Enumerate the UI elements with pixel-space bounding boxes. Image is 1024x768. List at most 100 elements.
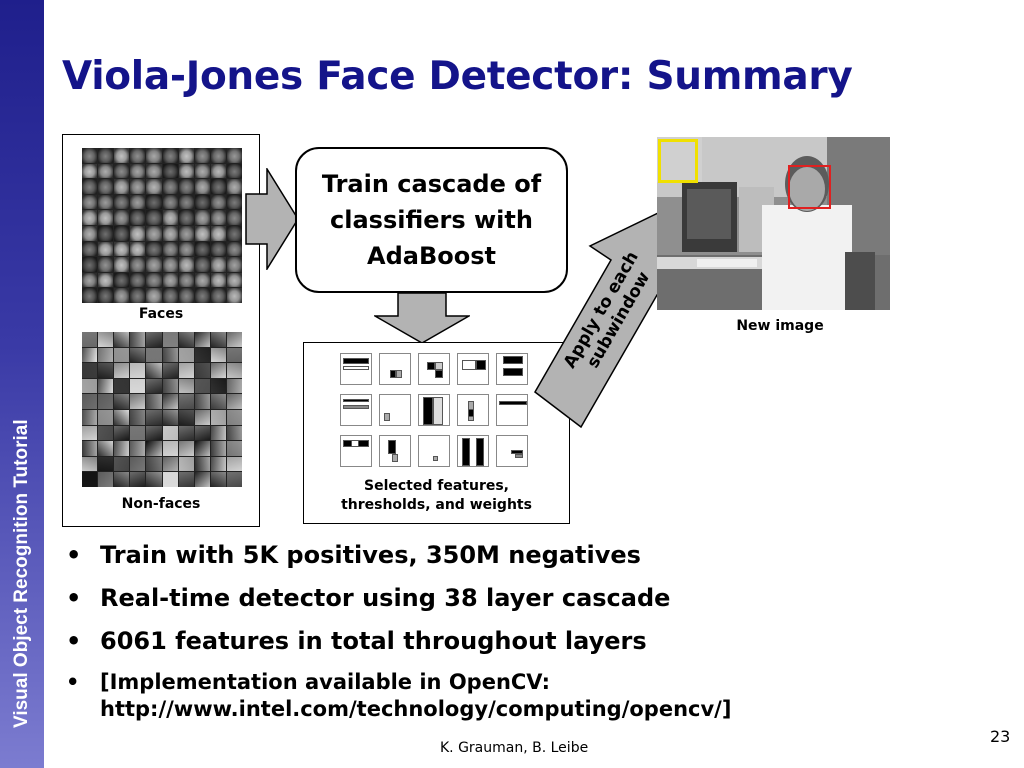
thumbnail	[194, 441, 210, 456]
thumbnail	[98, 226, 114, 241]
thumbnail	[162, 257, 178, 272]
thumbnail	[98, 378, 114, 394]
thumbnail	[130, 241, 146, 257]
thumbnail	[178, 441, 194, 456]
bullet-item: •Train with 5K positives, 350M negatives	[66, 541, 641, 569]
thumbnail	[130, 257, 146, 272]
thumbnail	[194, 332, 210, 347]
thumbnail	[194, 272, 210, 288]
haar-feature-thumbnail	[457, 353, 489, 385]
thumbnail	[82, 394, 98, 409]
thumbnail	[210, 163, 226, 179]
thumbnail	[178, 226, 194, 241]
haar-feature-thumbnail	[418, 435, 450, 467]
thumbnail	[162, 194, 178, 210]
thumbnail	[210, 241, 226, 257]
thumbnail	[98, 410, 114, 425]
nonfaces-image-grid	[82, 332, 242, 487]
face-detection-box	[788, 165, 831, 209]
thumbnail	[178, 163, 194, 179]
thumbnail	[162, 441, 178, 456]
thumbnail	[210, 194, 226, 210]
train-cascade-box: Train cascade of classifiers with AdaBoo…	[295, 147, 568, 293]
thumbnail	[98, 288, 114, 303]
thumbnail	[82, 472, 98, 487]
thumbnail	[162, 163, 178, 179]
thumbnail	[130, 210, 146, 225]
thumbnail	[130, 272, 146, 288]
thumbnail	[226, 410, 242, 425]
thumbnail	[130, 472, 146, 487]
haar-features-grid	[340, 353, 528, 468]
thumbnail	[210, 394, 226, 409]
thumbnail	[114, 441, 130, 456]
thumbnail	[194, 456, 210, 472]
thumbnail	[82, 456, 98, 472]
thumbnail	[210, 363, 226, 378]
thumbnail	[146, 425, 162, 441]
thumbnail	[82, 194, 98, 210]
arrow-down-icon	[374, 292, 470, 344]
thumbnail	[210, 472, 226, 487]
thumbnail	[130, 425, 146, 441]
thumbnail	[82, 272, 98, 288]
thumbnail	[194, 425, 210, 441]
thumbnail	[114, 472, 130, 487]
thumbnail	[226, 288, 242, 303]
thumbnail	[178, 179, 194, 194]
haar-feature-thumbnail	[418, 353, 450, 385]
thumbnail	[82, 363, 98, 378]
thumbnail	[226, 472, 242, 487]
thumbnail	[226, 456, 242, 472]
thumbnail	[162, 363, 178, 378]
page-number: 23	[990, 727, 1011, 746]
thumbnail	[98, 194, 114, 210]
thumbnail	[130, 363, 146, 378]
thumbnail	[98, 456, 114, 472]
thumbnail	[82, 425, 98, 441]
thumbnail	[146, 163, 162, 179]
thumbnail	[162, 456, 178, 472]
thumbnail	[82, 410, 98, 425]
footer-authors: K. Grauman, B. Leibe	[440, 740, 589, 756]
thumbnail	[98, 332, 114, 347]
sidebar: Visual Object Recognition Tutorial	[0, 0, 44, 768]
thumbnail	[98, 347, 114, 363]
bullet-item-implementation: •[Implementation available in OpenCV:htt…	[66, 670, 732, 721]
thumbnail	[226, 394, 242, 409]
thumbnail	[194, 394, 210, 409]
thumbnail	[146, 194, 162, 210]
thumbnail	[98, 179, 114, 194]
thumbnail	[130, 378, 146, 394]
thumbnail	[162, 410, 178, 425]
thumbnail	[178, 363, 194, 378]
thumbnail	[114, 394, 130, 409]
thumbnail	[178, 257, 194, 272]
haar-feature-thumbnail	[496, 435, 528, 467]
bullet-item: •6061 features in total throughout layer…	[66, 627, 647, 655]
thumbnail	[178, 148, 194, 163]
thumbnail	[194, 472, 210, 487]
thumbnail	[114, 456, 130, 472]
thumbnail	[146, 257, 162, 272]
thumbnail	[194, 163, 210, 179]
thumbnail	[194, 378, 210, 394]
thumbnail	[82, 378, 98, 394]
thumbnail	[226, 441, 242, 456]
thumbnail	[178, 241, 194, 257]
thumbnail	[82, 332, 98, 347]
haar-feature-thumbnail	[379, 435, 411, 467]
thumbnail	[178, 410, 194, 425]
thumbnail	[146, 272, 162, 288]
haar-feature-thumbnail	[340, 435, 372, 467]
thumbnail	[210, 378, 226, 394]
thumbnail	[82, 163, 98, 179]
thumbnail	[130, 179, 146, 194]
thumbnail	[226, 332, 242, 347]
thumbnail	[98, 241, 114, 257]
haar-feature-thumbnail	[496, 353, 528, 385]
thumbnail	[210, 441, 226, 456]
thumbnail	[82, 347, 98, 363]
thumbnail	[162, 378, 178, 394]
thumbnail	[178, 394, 194, 409]
